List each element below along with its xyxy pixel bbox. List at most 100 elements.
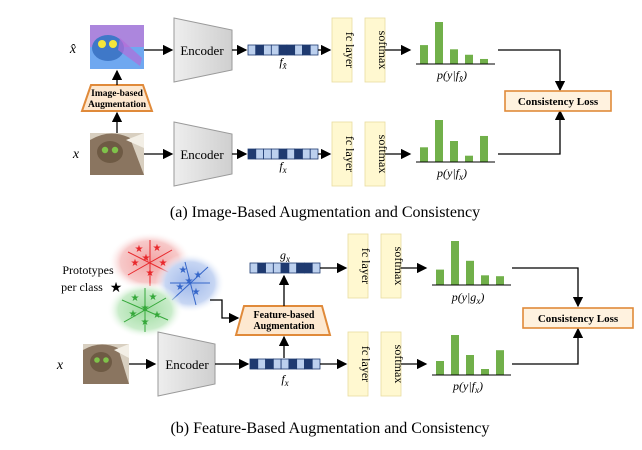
- feature-top-a-label: fx̂: [279, 55, 286, 71]
- augmented-cat-image: [90, 25, 144, 69]
- feature-cell: [255, 44, 264, 56]
- softmax-bottom-b-label: softmax: [392, 345, 406, 384]
- feature-cell: [257, 358, 266, 370]
- feature-cell: [263, 148, 272, 160]
- prototype-star-icon: ★: [185, 276, 194, 287]
- histogram-bar: [480, 135, 488, 162]
- fc-layer-top-b-label: fc layer: [359, 248, 373, 284]
- softmax-top-a-label: softmax: [376, 31, 390, 70]
- image-augmentation-line1: Image-based: [91, 89, 143, 99]
- feature-vector-top-b: [249, 262, 321, 274]
- fc-layer-top-b: [347, 233, 369, 299]
- histogram-bar: [420, 45, 428, 64]
- softmax-top-b: [380, 233, 402, 299]
- feature-cell: [304, 262, 313, 274]
- histogram-bar: [465, 155, 473, 162]
- fc-layer-top-a: [331, 17, 353, 83]
- prototype-stars: ★★★★★★★★★★★★★★★★★: [129, 243, 203, 328]
- feature-vector-top-a: [247, 44, 319, 56]
- prototype-star-icon: ★: [153, 310, 162, 321]
- fc-layer-top-a-label: fc layer: [343, 32, 357, 68]
- prototype-cluster-green: [107, 282, 183, 338]
- feature-augmentation-line1: Feature-based: [254, 310, 315, 321]
- histogram-bar: [496, 350, 504, 375]
- prototype-star-icon: ★: [135, 244, 144, 255]
- feature-cell: [296, 262, 305, 274]
- prob-top-b-label: p(y|gx): [451, 290, 485, 306]
- histogram-bar: [481, 369, 489, 375]
- prob-bottom-a-label: p(y|fx): [436, 166, 467, 182]
- feature-cell: [309, 148, 319, 160]
- histogram-bar: [420, 147, 428, 162]
- image-augmentation-line2: Augmentation: [88, 100, 147, 110]
- histogram-bar: [450, 141, 458, 162]
- histogram-bar: [451, 241, 459, 285]
- feature-cell: [280, 358, 290, 370]
- histogram-bottom-b: [432, 335, 511, 376]
- prototype-star-icon: ★: [141, 303, 150, 314]
- encoder-b-label: Encoder: [165, 357, 209, 372]
- feature-cell: [311, 262, 321, 274]
- feature-cell: [286, 148, 296, 160]
- feature-augmentation-box: [234, 305, 332, 336]
- arrow-hist-top-to-loss-a: [498, 49, 566, 92]
- arrow-hist-bottom-to-loss-b: [512, 327, 584, 365]
- feature-bottom-a-label: fx: [279, 159, 286, 175]
- feature-cell: [286, 44, 296, 56]
- prototype-star-icon: ★: [159, 258, 168, 269]
- feature-cell: [272, 358, 282, 370]
- feature-cell: [309, 44, 319, 56]
- prototype-star-icon: ★: [110, 281, 123, 296]
- prototype-star-icon: ★: [131, 258, 140, 269]
- feature-cell: [255, 148, 264, 160]
- prototype-star-icon: ★: [131, 293, 140, 304]
- feature-cell: [294, 44, 303, 56]
- encoder-top-a: [173, 17, 233, 83]
- feature-cell: [270, 44, 280, 56]
- aug-input-label: x̂: [69, 42, 77, 57]
- histogram-bar: [481, 275, 489, 285]
- softmax-top-b-label: softmax: [392, 247, 406, 286]
- histogram-bar: [465, 54, 473, 64]
- feature-cell: [265, 358, 274, 370]
- feature-cell: [272, 262, 282, 274]
- prototype-star-icon: ★: [192, 287, 201, 298]
- encoder-top-a-label: Encoder: [180, 43, 224, 58]
- softmax-bottom-a-label: softmax: [376, 135, 390, 174]
- prototype-star-icon: ★: [129, 309, 138, 320]
- fc-layer-bottom-a-label: fc layer: [343, 136, 357, 172]
- consistency-loss-box-b: [522, 307, 634, 329]
- prototypes-line2: per class: [61, 280, 103, 294]
- prototype-star-icon: ★: [179, 265, 188, 276]
- histogram-bar: [466, 355, 474, 375]
- feature-cell: [294, 148, 303, 160]
- feature-cell: [270, 148, 280, 160]
- feature-cell: [311, 358, 321, 370]
- caption-b: (b) Feature-Based Augmentation and Consi…: [170, 420, 489, 437]
- prototype-star-icon: ★: [149, 292, 158, 303]
- histogram-bar: [436, 361, 444, 375]
- feature-cell: [265, 262, 274, 274]
- histogram-bottom-a: [416, 120, 495, 163]
- prototype-star-icon: ★: [146, 268, 155, 279]
- feature-cell: [257, 262, 266, 274]
- feature-cell: [302, 44, 311, 56]
- feature-augmentation-line2: Augmentation: [253, 321, 315, 332]
- prototype-star-icon: ★: [194, 270, 203, 281]
- caption-a: (a) Image-Based Augmentation and Consist…: [170, 204, 480, 221]
- feature-cell: [263, 44, 272, 56]
- arrow-prototypes-to-aug: [210, 299, 240, 324]
- fc-layer-bottom-a: [331, 121, 353, 187]
- histogram-bar: [480, 58, 488, 64]
- histogram-top-a: [416, 22, 495, 65]
- fc-layer-bottom-b: [347, 331, 369, 397]
- histogram-bar: [436, 269, 444, 285]
- histogram-bar: [435, 22, 443, 64]
- histogram-bar: [496, 276, 504, 285]
- histogram-bar: [435, 120, 443, 162]
- feature-cell: [247, 44, 257, 56]
- arrow-hist-top-to-loss-b: [512, 267, 584, 308]
- feature-cell: [247, 148, 257, 160]
- prototype-star-icon: ★: [142, 253, 151, 264]
